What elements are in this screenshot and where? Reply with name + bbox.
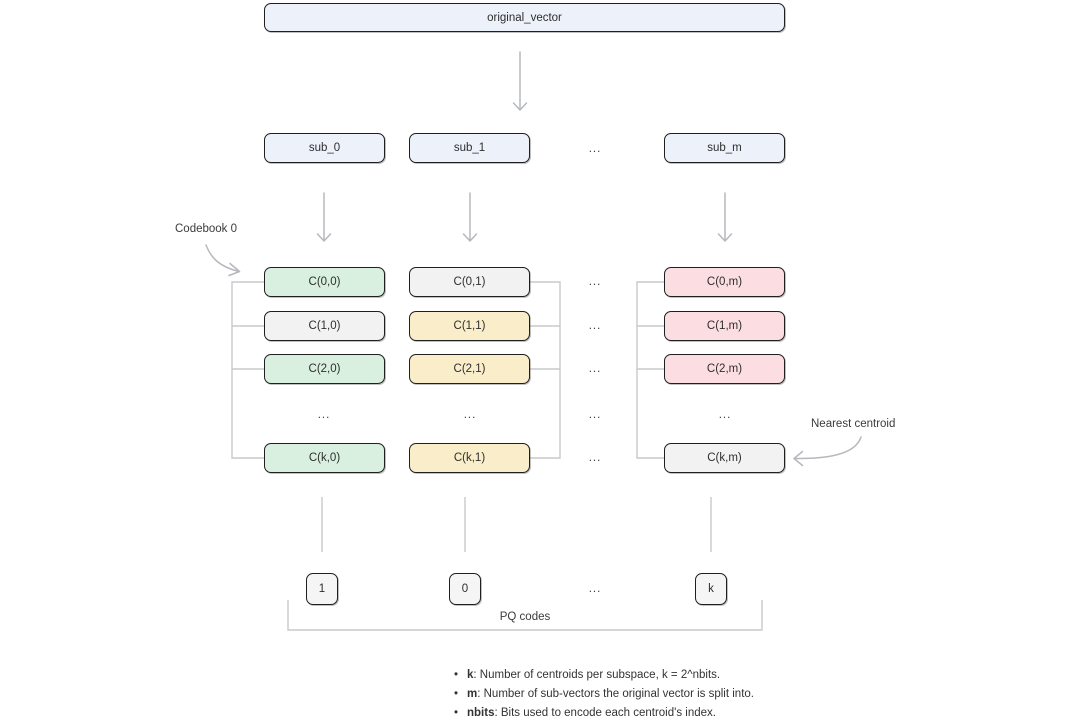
arrow-sub1-to-codebook [462, 192, 478, 242]
sub-vector-box-1: sub_1 [409, 133, 530, 163]
legend-item-m: m: Number of sub-vectors the original ve… [452, 685, 754, 704]
legend-text: : Number of centroids per subspace, k = … [473, 669, 721, 681]
legend-text: : Bits used to encode each centroid's in… [494, 706, 716, 719]
centroid-cell-c0m: C(0,m) [664, 267, 785, 297]
centroid-cell-ck1: C(k,1) [409, 443, 530, 473]
sub-vector-box-0: sub_0 [264, 133, 385, 163]
codebook-0-label: Codebook 0 [175, 223, 238, 235]
centroid-cell-ck0: C(k,0) [264, 443, 385, 473]
codebook0-arrow [205, 244, 241, 277]
sub-vector-box-m: sub_m [664, 133, 785, 163]
arrow-original-to-subs [512, 51, 528, 111]
ellipsis: ... [588, 363, 602, 375]
legend-term: nbits [467, 706, 495, 719]
centroid-cell-c21: C(2,1) [409, 354, 530, 384]
arrow-subm-to-codebook [717, 192, 733, 242]
pq-code-box-1: 0 [449, 573, 481, 605]
legend-list: k: Number of centroids per subspace, k =… [452, 666, 754, 722]
centroid-cell-c20: C(2,0) [264, 354, 385, 384]
centroid-cell-c10: C(1,0) [264, 311, 385, 341]
ellipsis: ... [588, 276, 602, 288]
codebookm-bracket [636, 281, 664, 459]
arrow-sub0-to-codebook [316, 192, 332, 242]
centroid-cell-c2m: C(2,m) [664, 354, 785, 384]
legend-term: k [467, 669, 474, 681]
legend-item-k: k: Number of centroids per subspace, k =… [452, 666, 754, 685]
ellipsis: ... [588, 409, 602, 421]
ellipsis: ... [463, 409, 477, 421]
nearest-centroid-arrow [793, 436, 862, 467]
centroid-cell-c01: C(0,1) [409, 267, 530, 297]
original-vector-box: original_vector [264, 3, 785, 32]
centroid-cell-c00: C(0,0) [264, 267, 385, 297]
pq-codes-label: PQ codes [499, 611, 551, 623]
ellipsis: ... [588, 320, 602, 332]
centroid-cell-ckm: C(k,m) [664, 443, 785, 473]
ellipsis: ... [718, 409, 732, 421]
codebook0-bracket [231, 281, 264, 459]
pq-codes-bracket [287, 600, 763, 631]
ellipsis: ... [317, 409, 331, 421]
legend-text: : Number of sub-vectors the original vec… [477, 687, 754, 700]
centroid-cell-c11: C(1,1) [409, 311, 530, 341]
ellipsis: ... [588, 583, 602, 595]
pq-code-box-m: k [695, 573, 727, 605]
pq-code-box-0: 1 [306, 573, 338, 605]
ellipsis: ... [588, 143, 602, 155]
legend-term: m [467, 687, 478, 700]
ellipsis: ... [588, 452, 602, 464]
legend-item-nbits: nbits: Bits used to encode each centroid… [452, 704, 754, 722]
centroid-cell-c1m: C(1,m) [664, 311, 785, 341]
nearest-centroid-label: Nearest centroid [811, 418, 896, 430]
codebook1-bracket [530, 281, 561, 459]
